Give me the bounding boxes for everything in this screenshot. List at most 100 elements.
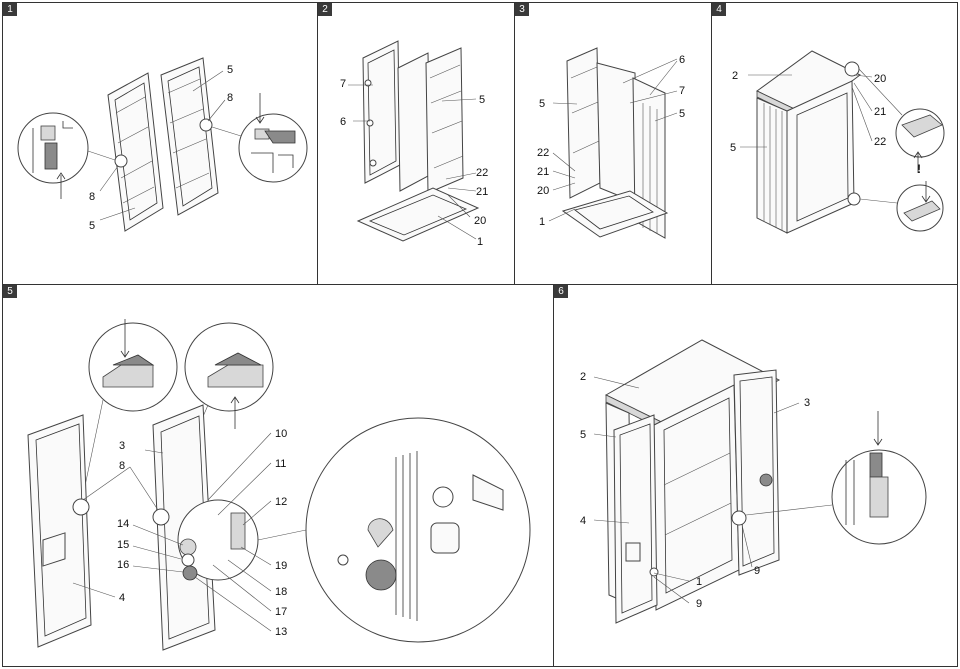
step-6-callout-5: 5	[580, 429, 586, 441]
step-5-callout-13: 13	[275, 626, 287, 638]
step-4-alignment-arrows	[913, 151, 931, 203]
step-5-callout-16: 16	[117, 559, 129, 571]
step-1-callout-5-top: 5	[227, 64, 233, 76]
step-4-leader-21	[853, 82, 873, 112]
step-5-callout-4: 4	[119, 592, 125, 604]
step-5-leader-4	[72, 582, 116, 598]
step-5-callout-8: 8	[119, 460, 125, 472]
step-5-lock-knob-16	[182, 565, 198, 581]
step-3-leader-7	[629, 90, 678, 104]
step-2-number: 2	[318, 3, 332, 16]
step-5-exploded-bushing	[432, 486, 454, 508]
step-6-open-door-3	[733, 369, 780, 576]
step-4-illustration: ! 2 20 21 22 5	[730, 50, 945, 234]
step-2-leader-20	[447, 194, 471, 218]
step-1-leader-5	[192, 70, 224, 92]
step-3-leader-5-right	[654, 112, 678, 122]
step-4-bottom-corner-circle	[847, 192, 861, 206]
step-6-callout-9-right: 9	[754, 565, 760, 577]
step-6-callout-2: 2	[580, 371, 586, 383]
step-5-callout-18: 18	[275, 586, 287, 598]
step-6-leader-detail	[745, 504, 833, 516]
step-5-lock-washer-15	[181, 553, 195, 567]
step-4-leader-detail-bottom	[859, 198, 898, 204]
step-1-side-panel-left	[107, 72, 164, 232]
step-4-leader-22	[851, 86, 873, 142]
step-2-base-frame	[356, 187, 480, 242]
step-3-back-panel	[596, 62, 638, 204]
step-6-panel: 6	[553, 284, 958, 667]
step-5-door-panel-4-inner	[35, 423, 87, 637]
step-5-hinge-top-right	[214, 352, 262, 366]
step-5-exploded-view-circle	[305, 417, 531, 643]
step-4-callout-22: 22	[874, 136, 886, 148]
step-6-callout-3: 3	[804, 397, 810, 409]
step-3-callout-20: 20	[537, 185, 549, 197]
step-5-hinge-on-door-4	[72, 498, 90, 516]
step-1-side-panel-left-inner	[114, 82, 158, 221]
step-5-callout-19: 19	[275, 560, 287, 572]
step-6-hinge-bottom	[649, 567, 659, 577]
step-2-leader-22	[445, 172, 477, 180]
step-2-callout-21: 21	[476, 186, 488, 198]
step-4-bottom-detail-part	[903, 200, 941, 222]
step-4-leader-20	[853, 74, 873, 78]
step-5-exploded-cam	[367, 518, 394, 548]
step-5-callout-17: 17	[275, 606, 287, 618]
step-2-callout-5: 5	[479, 94, 485, 106]
step-1-side-panel-right-inner	[167, 66, 213, 207]
step-2-side-ribs	[429, 64, 464, 169]
step-3-callout-7: 7	[679, 85, 685, 97]
step-5-leader-8b	[129, 466, 159, 511]
step-5-leader-exploded	[257, 529, 307, 541]
step-3-illustration: 6 7 5 5 22 21 20 1	[537, 47, 685, 239]
step-3-base-inner	[574, 195, 654, 230]
step-5-hinge-top-left	[112, 354, 155, 366]
step-6-detail-lines	[845, 411, 883, 525]
step-5-exploded-housing	[430, 522, 460, 554]
step-1-leader-8	[207, 99, 226, 122]
step-6-callout-9-bottom: 9	[696, 598, 702, 610]
step-5-leader-11	[217, 462, 272, 516]
step-1-leader-left	[87, 150, 119, 162]
step-5-number: 5	[3, 285, 17, 298]
step-5-door-window	[42, 532, 66, 567]
step-6-leader-9-right	[741, 524, 753, 568]
step-1-latch-part	[40, 125, 56, 141]
step-5-leader-3	[144, 449, 164, 454]
step-5-leader-17	[212, 564, 272, 612]
step-5-leader-12	[242, 500, 272, 526]
step-6-door-lock	[759, 473, 773, 487]
step-4-top-detail-part	[901, 114, 943, 138]
step-5-up-arrow	[230, 396, 240, 429]
step-1-down-arrow	[255, 93, 265, 124]
step-4-left-panel-lines	[763, 103, 783, 230]
step-6-leader-3	[773, 402, 800, 414]
step-4-callout-20: 20	[874, 73, 886, 85]
step-6-illustration: 2 5 4 3 1 9 9	[580, 339, 927, 624]
step-2-mid-panel	[397, 52, 431, 192]
step-1-panel: 1	[2, 2, 318, 285]
step-5-door-panel-4	[27, 414, 92, 648]
step-1-detail-lines	[32, 121, 73, 173]
step-5-down-arrow	[120, 319, 130, 358]
step-2-screw-1	[364, 79, 372, 87]
step-6-cabinet-rails	[663, 452, 732, 536]
step-6-leader-1	[653, 572, 690, 582]
step-2-callout-20: 20	[474, 215, 486, 227]
step-4-callout-21: 21	[874, 106, 886, 118]
step-5-exploded-screw	[337, 554, 349, 566]
step-6-leader-2	[593, 376, 640, 389]
step-5-leader-18	[227, 559, 272, 592]
step-5-panel: 5	[2, 284, 554, 667]
step-6-callout-1: 1	[696, 576, 702, 588]
step-3-leader-6a	[622, 58, 678, 84]
step-6-open-door-4-inner	[619, 423, 653, 614]
step-1-number: 1	[3, 3, 17, 16]
step-2-callout-6: 6	[340, 116, 346, 128]
step-1-panel-right-ribs	[167, 78, 210, 189]
step-4-leader-detail-top	[858, 68, 903, 116]
step-4-panel: 4 ! 2 20 21 22	[711, 2, 958, 285]
step-5-leader-14	[132, 524, 184, 546]
